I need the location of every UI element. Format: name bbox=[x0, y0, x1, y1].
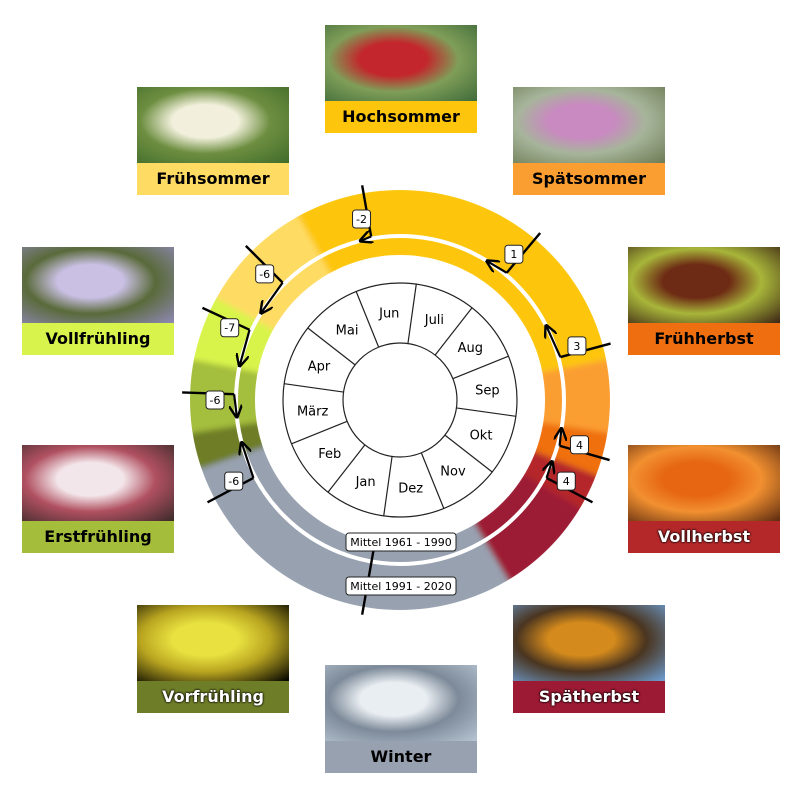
ring-label-inner-text: Mittel 1961 - 1990 bbox=[350, 536, 451, 549]
shift-arrow-0: -6 bbox=[206, 442, 255, 504]
shift-value: 4 bbox=[563, 475, 570, 488]
shift-value: 3 bbox=[573, 340, 580, 353]
shift-value: 1 bbox=[510, 248, 517, 261]
shift-arrow-3: -6 bbox=[245, 245, 284, 313]
season-name: Frühsommer bbox=[137, 163, 289, 195]
shift-value: -6 bbox=[259, 268, 270, 281]
season-card-spaetherbst: Spätherbst bbox=[513, 605, 665, 713]
month-label-Apr: Apr bbox=[308, 360, 331, 375]
season-name: Erstfrühling bbox=[22, 521, 174, 553]
blossoms-photo bbox=[22, 445, 174, 521]
ring-label-outer-text: Mittel 1991 - 2020 bbox=[350, 580, 451, 593]
month-label-Sep: Sep bbox=[475, 383, 500, 398]
shift-arrow-2: -7 bbox=[201, 306, 251, 366]
shift-value: -6 bbox=[210, 394, 221, 407]
shift-value: -6 bbox=[228, 475, 239, 488]
shift-arrow-1: -6 bbox=[182, 390, 237, 417]
shift-arrows: -6 -6 -7 -6 -2 1 3 4 4 bbox=[182, 185, 611, 615]
season-card-fruehherbst: Frühherbst bbox=[628, 247, 780, 355]
ring-label-inner: Mittel 1961 - 1990 bbox=[345, 532, 457, 552]
autumn-forest-photo bbox=[513, 605, 665, 681]
month-label-Mai: Mai bbox=[336, 324, 359, 339]
season-card-winter: Winter bbox=[325, 665, 477, 773]
shift-arrow-5: 1 bbox=[487, 232, 542, 274]
season-card-erstfruehling: Erstfrühling bbox=[22, 445, 174, 553]
elderflower-photo bbox=[137, 87, 289, 163]
month-label-Aug: Aug bbox=[458, 341, 483, 356]
willow-catkin-photo bbox=[137, 605, 289, 681]
season-name: Vollherbst bbox=[628, 521, 780, 553]
season-card-spaetsommer: Spätsommer bbox=[513, 87, 665, 195]
shift-arrow-6: 3 bbox=[546, 326, 611, 359]
month-label-Jan: Jan bbox=[355, 475, 376, 490]
month-label-Feb: Feb bbox=[318, 447, 341, 462]
shift-arrow-4: -2 bbox=[352, 185, 372, 241]
month-label-Juli: Juli bbox=[424, 313, 444, 328]
red-currants-photo bbox=[325, 25, 477, 101]
season-name: Spätsommer bbox=[513, 163, 665, 195]
month-label-Nov: Nov bbox=[440, 464, 466, 479]
ring-label-outer: Mittel 1991 - 2020 bbox=[345, 576, 457, 596]
ring-divider bbox=[234, 234, 566, 566]
season-name: Vollfrühling bbox=[22, 323, 174, 355]
shift-value: -2 bbox=[356, 213, 367, 226]
month-label-Jun: Jun bbox=[378, 307, 399, 322]
season-card-vollfruehling: Vollfrühling bbox=[22, 247, 174, 355]
snowy-mountain-village-photo bbox=[325, 665, 477, 741]
lilac-photo bbox=[22, 247, 174, 323]
shift-arrow-8: 4 bbox=[547, 461, 594, 504]
season-card-vollherbst: Vollherbst bbox=[628, 445, 780, 553]
season-name: Frühherbst bbox=[628, 323, 780, 355]
season-name: Hochsommer bbox=[325, 101, 477, 133]
season-name: Winter bbox=[325, 741, 477, 773]
season-card-hochsommer: Hochsommer bbox=[325, 25, 477, 133]
season-name: Spätherbst bbox=[513, 681, 665, 713]
heather-photo bbox=[513, 87, 665, 163]
season-name: Vorfrühling bbox=[137, 681, 289, 713]
chestnuts-photo bbox=[628, 247, 780, 323]
month-label-März: März bbox=[297, 405, 329, 420]
month-label-Okt: Okt bbox=[470, 428, 493, 443]
shift-value: 4 bbox=[576, 439, 583, 452]
shift-value: -7 bbox=[224, 322, 235, 335]
month-label-Dez: Dez bbox=[398, 481, 423, 496]
shift-arrow-7: 4 bbox=[560, 428, 610, 462]
season-card-vorfruehling: Vorfrühling bbox=[137, 605, 289, 713]
orange-leaves-photo bbox=[628, 445, 780, 521]
season-card-fruehsommer: Frühsommer bbox=[137, 87, 289, 195]
